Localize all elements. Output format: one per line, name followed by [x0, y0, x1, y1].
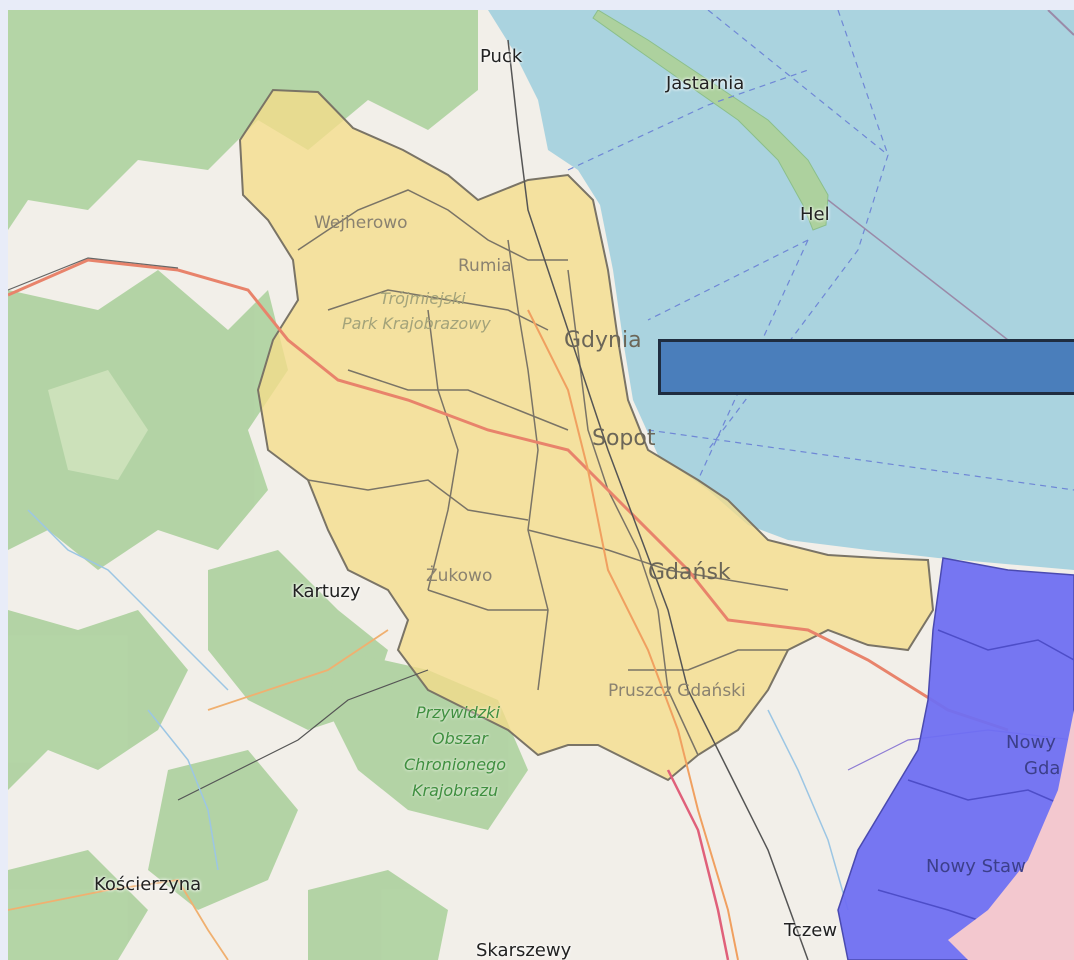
label-zukowo: Żukowo: [426, 566, 493, 586]
label-pruszcz: Pruszcz Gdański: [608, 681, 746, 701]
label-przywidzki-4: Krajobrazu: [412, 781, 499, 800]
label-przywidzki-1: Przywidzki: [416, 703, 500, 722]
label-wejherowo: Wejherowo: [314, 213, 408, 233]
label-hel: Hel: [800, 204, 830, 225]
forest-areas: [8, 10, 528, 960]
label-gdynia: Gdynia: [564, 328, 642, 353]
label-nowy-dwor-2: Gda: [1024, 758, 1061, 779]
district-boundaries: [297, 189, 789, 756]
sea-area: [488, 10, 1074, 570]
label-park-trojmiejski-1: Trójmiejski: [380, 289, 466, 308]
label-puck: Puck: [480, 46, 523, 67]
highlighted-region: [238, 88, 935, 782]
label-nowy-dwor-1: Nowy: [1006, 732, 1056, 753]
label-park-trojmiejski-2: Park Krajobrazowy: [342, 314, 491, 333]
label-rumia: Rumia: [458, 256, 512, 276]
label-przywidzki-2: Obszar: [432, 729, 488, 748]
label-tczew: Tczew: [784, 920, 838, 941]
label-koscierzyna: Kościerzyna: [94, 874, 202, 895]
roads: [8, 39, 1074, 960]
hel-peninsula: [592, 10, 829, 231]
label-skarszewy: Skarszewy: [476, 940, 572, 960]
label-sopot: Sopot: [592, 426, 656, 451]
map-view[interactable]: Puck Jastarnia Hel Wejherowo Rumia Trójm…: [8, 10, 1074, 960]
adjacent-region: [837, 557, 1074, 960]
sea-border-line: [1047, 10, 1074, 36]
label-kartuzy: Kartuzy: [292, 581, 361, 602]
label-przywidzki-3: Chronionego: [404, 755, 506, 774]
sea-border-line-2: [827, 199, 1009, 341]
overlay-bar: [658, 339, 1074, 395]
pink-region: [948, 710, 1074, 960]
label-nowy-staw: Nowy Staw: [926, 856, 1026, 877]
rivers: [27, 509, 849, 911]
label-jastarnia: Jastarnia: [666, 73, 745, 94]
map-canvas[interactable]: [8, 10, 1074, 960]
label-gdansk: Gdańsk: [648, 560, 731, 585]
